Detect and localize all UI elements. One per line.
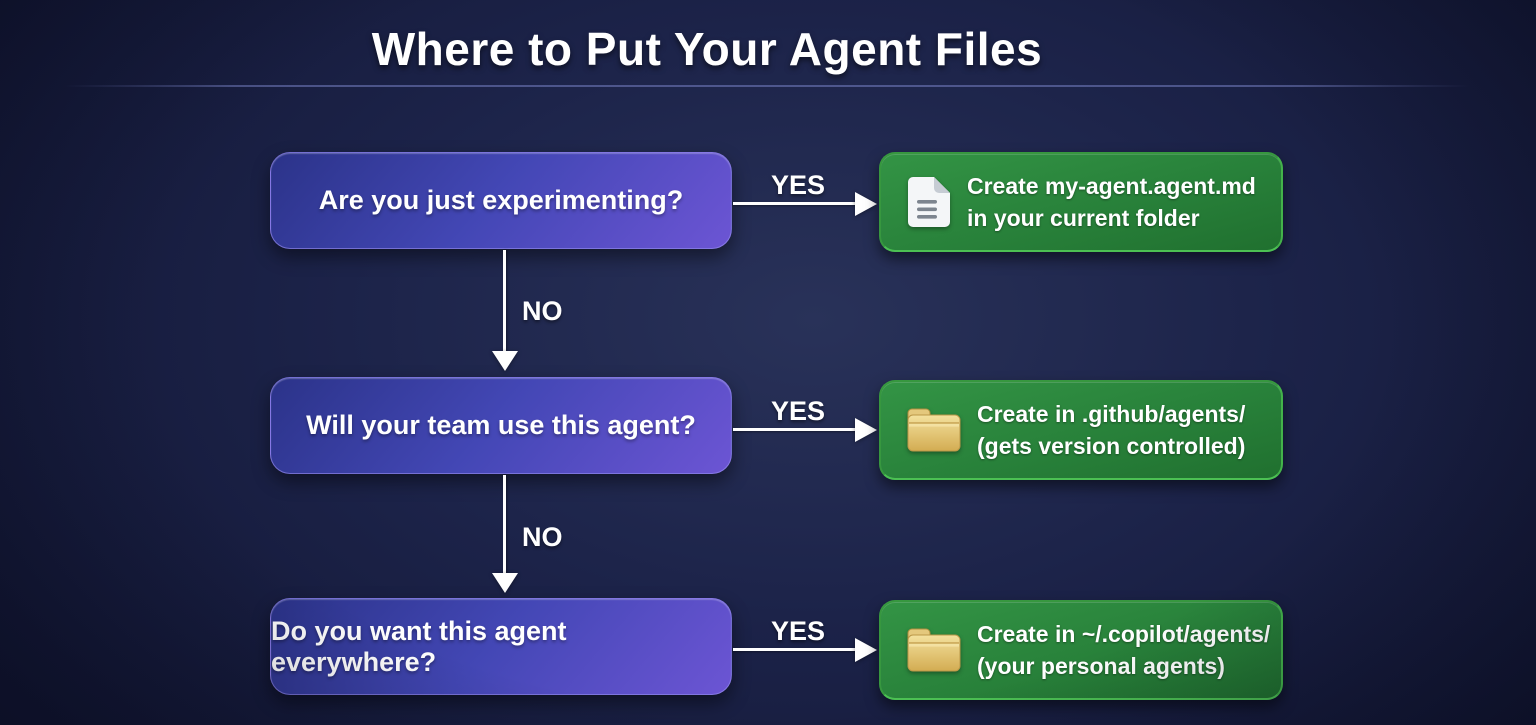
folder-icon [907, 628, 961, 672]
no-arrow-shaft [503, 250, 506, 353]
title-divider [64, 85, 1470, 87]
result-text: Create in .github/agents/ (gets version … [977, 398, 1245, 462]
result-box-github-agents: Create in .github/agents/ (gets version … [879, 380, 1283, 480]
yes-arrow-head [855, 191, 877, 216]
result-text: Create in ~/.copilot/agents/ (your perso… [977, 618, 1270, 682]
question-text: Will your team use this agent? [306, 410, 696, 440]
yes-label: YES [770, 170, 826, 200]
result-line-2: in your current folder [967, 205, 1200, 231]
yes-arrow-shaft [733, 648, 857, 651]
yes-arrow-head [855, 637, 877, 662]
result-line-1: Create my-agent.agent.md [967, 173, 1256, 199]
yes-label: YES [770, 616, 826, 646]
yes-arrow-head [855, 417, 877, 442]
result-line-2: (gets version controlled) [977, 433, 1246, 459]
folder-icon [907, 408, 961, 452]
page-title: Where to Put Your Agent Files [371, 23, 1043, 75]
result-line-1: Create in ~/.copilot/agents/ [977, 621, 1271, 647]
question-box-experimenting: Are you just experimenting? [270, 152, 732, 249]
yes-arrow-shaft [733, 428, 857, 431]
no-arrow-shaft [503, 475, 506, 575]
yes-arrow-shaft [733, 202, 857, 205]
question-box-team-use: Will your team use this agent? [270, 377, 732, 474]
question-text: Do you want this agent everywhere? [271, 615, 567, 677]
no-arrow-head [491, 573, 518, 593]
no-arrow-head [491, 351, 518, 371]
question-box-agent-everywhere: Do you want this agent everywhere? [270, 598, 732, 695]
document-icon [907, 176, 951, 228]
question-text: Are you just experimenting? [318, 185, 684, 215]
result-text: Create my-agent.agent.md in your current… [967, 170, 1256, 234]
no-label: NO [522, 522, 563, 552]
result-line-1: Create in .github/agents/ [977, 401, 1246, 427]
result-box-copilot-agents: Create in ~/.copilot/agents/ (your perso… [879, 600, 1283, 700]
no-label: NO [522, 296, 563, 326]
result-line-2: (your personal agents) [977, 653, 1225, 679]
result-box-current-folder: Create my-agent.agent.md in your current… [879, 152, 1283, 252]
yes-label: YES [770, 396, 826, 426]
